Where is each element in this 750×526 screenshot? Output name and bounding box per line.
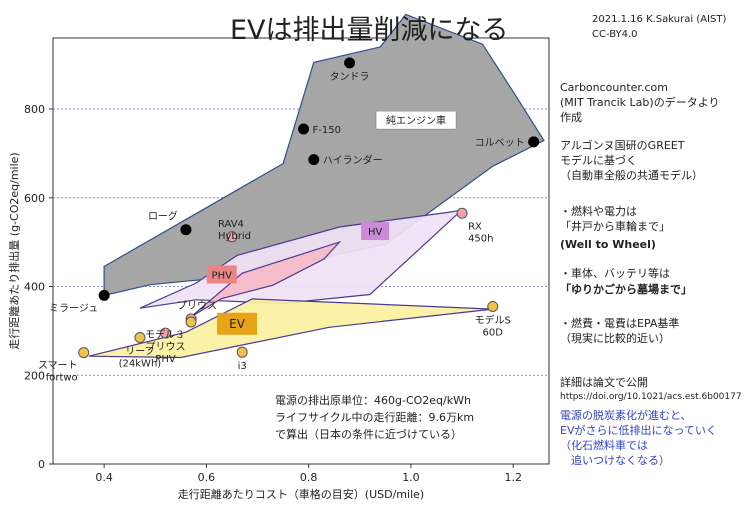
data-point [98, 289, 110, 301]
side-note-line: 作成 [560, 111, 582, 124]
data-point-label-line: PHV [155, 354, 176, 365]
data-point-label: F-150 [313, 125, 341, 136]
data-point-label: コルベット [475, 137, 525, 149]
data-point-label-line: (24kWh) [119, 359, 162, 370]
data-point-label: ミラージュ [49, 302, 98, 314]
data-point [456, 207, 468, 219]
side-note-line: （化石燃料車では [560, 439, 648, 452]
data-point [298, 123, 310, 135]
y-tick-label: 200 [24, 369, 45, 382]
data-point [226, 231, 238, 243]
region-label: EV [229, 317, 246, 331]
data-point-label-line: プリウス [145, 341, 185, 353]
side-note: ・燃費・電費はEPA基準 （現実に比較的近い） [560, 316, 679, 346]
side-note-line: 「ゆりかごから墓場まで」 [560, 283, 692, 296]
side-note: ・燃料や電力は「井戸から車輪まで」 [560, 204, 670, 234]
data-point-label: モデル３ [145, 328, 185, 341]
data-point [344, 57, 356, 69]
region-label-box [217, 312, 258, 335]
data-point [134, 332, 146, 344]
region-label: PHV [212, 271, 233, 282]
side-note-line: ・燃費・電費はEPA基準 [560, 317, 680, 330]
side-note-line: （現実に比較的近い） [560, 332, 670, 345]
side-note-line: 追いつけなくなる） [560, 454, 670, 467]
data-point-label-line: リーフ [125, 347, 154, 358]
side-note-line: (MIT Trancik Lab)のデータより [560, 96, 720, 109]
side-note-line: ・車体、バッテリ等は [560, 267, 670, 280]
data-point-label-line: 60D [483, 327, 504, 338]
y-tick-label: 600 [24, 192, 45, 205]
x-tick-label: 1.0 [402, 471, 420, 484]
page-title: EVは排出量削減になる [230, 15, 509, 46]
data-point [487, 300, 499, 312]
side-note-line: アルゴンヌ国研のGREET [560, 139, 685, 152]
data-point-label: ハイランダー [323, 154, 383, 167]
data-point-label-line: RAV4 [218, 219, 244, 230]
data-point [159, 327, 171, 339]
y-tick-label: 800 [24, 103, 45, 116]
region-label: 純エンジン車 [386, 114, 446, 127]
data-point [236, 346, 248, 358]
data-point-label-line: Hybrid [218, 231, 251, 242]
y-tick-label: 400 [24, 281, 45, 294]
side-note: 電源の脱炭素化が進むと、 EVがさらに低排出になっていく （化石燃料車では 追いつけ… [560, 408, 717, 468]
x-axis-label: 走行距離あたりコスト（車格の目安）(USD/mile) [178, 487, 424, 501]
region-label-box [206, 265, 237, 284]
data-point-label-line: スマート [38, 361, 78, 372]
annotation-line: で算出（日本の条件に近づけている） [275, 427, 462, 441]
side-note: 詳細は論文で公開 https://doi.org/10.1021/acs.est.… [560, 375, 742, 405]
data-point-label: プリウス [177, 300, 217, 312]
data-point-label: リーフ(24kWh) [119, 347, 162, 370]
data-point [180, 224, 192, 236]
side-note-line: 「井戸から車輪まで」 [560, 220, 670, 233]
annotation-line: 電源の排出原単位：460g-CO2eq/kWh [275, 393, 471, 407]
data-point-label-line: fortwo [46, 373, 78, 384]
data-point [528, 136, 540, 148]
region-label-box [375, 110, 457, 130]
region-label: HV [368, 227, 383, 238]
side-note: 「ゆりかごから墓場まで」 [560, 282, 692, 297]
y-tick-label: 0 [38, 458, 45, 471]
side-note-line: （自動車全般の共通モデル） [560, 169, 703, 182]
data-point-label-line: 450h [468, 233, 493, 244]
x-tick-label: 0.8 [300, 471, 318, 484]
region-label-box [361, 222, 390, 241]
side-note: Carboncounter.com (MIT Trancik Lab)のデータより… [560, 80, 719, 125]
data-point-label: i3 [238, 361, 247, 372]
credit-license: CC-BY4.0 [592, 29, 638, 40]
data-point [185, 316, 197, 328]
x-tick-label: 0.4 [95, 471, 113, 484]
data-point-label-line: RX [468, 221, 482, 232]
side-note-line: (Well to Wheel) [560, 238, 656, 251]
annotation-line: ライフサイクル中の走行距離：9.6万km [275, 410, 474, 424]
side-note: ・車体、バッテリ等は [560, 266, 670, 281]
x-tick-label: 0.6 [198, 471, 216, 484]
side-note-line: https://doi.org/10.1021/acs.est.6b00177 [560, 392, 742, 402]
data-point-label-line: モデルS [475, 313, 511, 326]
side-note-line: ・燃料や電力は [560, 205, 637, 218]
data-point [308, 154, 320, 166]
credit-text: 2021.1.16 K.Sakurai (AIST) CC-BY4.0 [592, 12, 726, 42]
side-note-line: EVがさらに低排出になっていく [560, 424, 717, 437]
plot-frame [52, 37, 550, 465]
side-note-line: Carboncounter.com [560, 81, 668, 94]
credit-author: 2021.1.16 K.Sakurai (AIST) [592, 14, 727, 25]
y-axis-label: 走行距離あたり排出量 (g-CO2eq/mile) [7, 152, 21, 349]
side-note-line: モデルに基づく [560, 154, 637, 167]
region-phv [190, 240, 342, 318]
side-note-line: 電源の脱炭素化が進むと、 [560, 409, 692, 422]
side-note: (Well to Wheel) [560, 237, 656, 252]
side-note: アルゴンヌ国研のGREET モデルに基づく （自動車全般の共通モデル） [560, 138, 703, 183]
x-tick-label: 1.2 [504, 471, 522, 484]
data-point [78, 347, 90, 359]
data-point-label: ローグ [148, 210, 178, 223]
side-note-line: 詳細は論文で公開 [560, 376, 648, 389]
data-point-label: タンドラ [330, 71, 370, 83]
